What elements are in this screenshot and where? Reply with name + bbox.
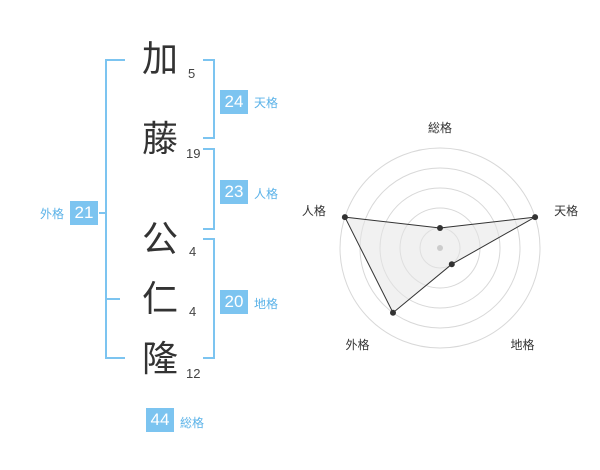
name-char-1: 加 (141, 39, 178, 80)
jinkaku-score: 23 (220, 180, 248, 204)
radar-point-1 (437, 225, 443, 231)
radar-point-2 (532, 214, 539, 221)
stroke-count-1: 5 (188, 66, 196, 81)
gaikaku-label: 外格 (40, 207, 65, 221)
soukaku-score: 44 (146, 408, 174, 432)
radar-point-5 (341, 214, 348, 221)
name-char-3: 公 (141, 219, 178, 260)
tenkaku-label: 天格 (254, 96, 279, 110)
name-char-2: 藤 (141, 119, 178, 160)
gaikaku-score: 21 (70, 201, 98, 225)
radar-axis-label-5: 人格 (302, 203, 326, 218)
fortune-radar-chart: 総格天格地格 外格 人格 (300, 110, 600, 370)
stroke-count-2: 19 (186, 146, 201, 161)
stroke-count-5: 12 (186, 366, 201, 381)
soukaku-label: 総格 (180, 416, 205, 430)
stroke-count-4: 4 (189, 304, 197, 319)
tenkaku-score: 24 (220, 90, 248, 114)
radar-axis-label-1: 総格 (428, 120, 452, 135)
radar-point-3 (448, 261, 455, 268)
stroke-count-3: 4 (189, 244, 197, 259)
chikaku-label: 地格 (254, 297, 279, 311)
name-char-5: 隆 (141, 339, 178, 380)
jinkaku-label: 人格 (254, 187, 279, 201)
chikaku-score: 20 (220, 290, 248, 314)
radar-series-area (344, 216, 536, 314)
name-char-4: 仁 (141, 279, 178, 320)
radar-center-dot (437, 245, 443, 251)
radar-point-4 (390, 309, 396, 316)
radar-axis-label-2: 天格 (554, 203, 578, 218)
radar-axis-label-4: 外格 (345, 337, 369, 352)
radar-axis-label-3: 地格 (511, 337, 535, 352)
